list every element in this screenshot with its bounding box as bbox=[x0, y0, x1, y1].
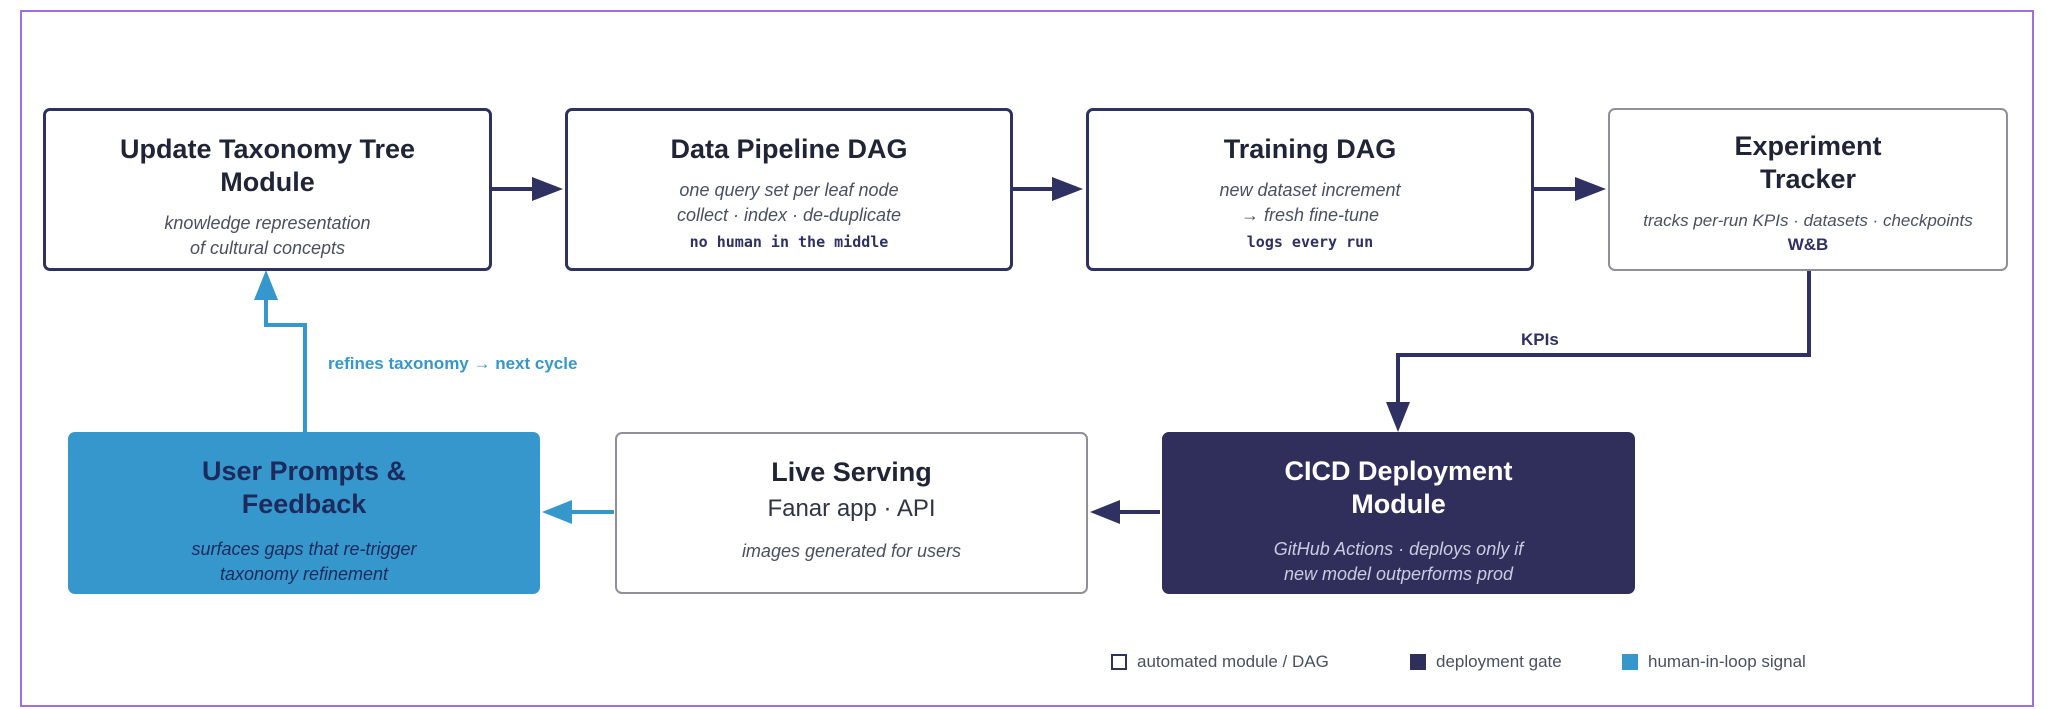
refines-edge-label: refines taxonomy → next cycle bbox=[328, 354, 578, 373]
kpis-edge-label: KPIs bbox=[1521, 330, 1559, 349]
arrow-pipeline-to-training bbox=[1013, 177, 1083, 201]
node-subtitle: Fanar app · API bbox=[767, 495, 936, 522]
node-title: User Prompts & Feedback bbox=[201, 456, 407, 519]
node-title: Update Taxonomy Tree Module bbox=[119, 134, 416, 197]
arrow-prompts-to-taxonomy bbox=[254, 270, 307, 432]
training-dag-node: Training DAG new dataset increment → fre… bbox=[1086, 108, 1534, 271]
node-desc: new dataset increment bbox=[1219, 180, 1401, 200]
node-desc: taxonomy refinement bbox=[219, 564, 389, 584]
legend-label: deployment gate bbox=[1436, 652, 1562, 671]
node-desc: GitHub Actions · deploys only if bbox=[1273, 539, 1524, 559]
arrow-cicd-to-serving bbox=[1090, 500, 1160, 524]
diagram-frame bbox=[20, 10, 2034, 707]
legend-human: human-in-loop signal bbox=[1622, 652, 1806, 672]
node-desc: tracks per-run KPIs · datasets · checkpo… bbox=[1643, 211, 1973, 230]
node-desc: one query set per leaf node bbox=[679, 180, 899, 200]
node-desc: new model outperforms prod bbox=[1283, 564, 1514, 584]
legend-swatch-automated bbox=[1111, 654, 1127, 670]
data-pipeline-node: Data Pipeline DAG one query set per leaf… bbox=[565, 108, 1013, 271]
node-tag: no human in the middle bbox=[689, 233, 889, 251]
node-desc: knowledge representation bbox=[164, 213, 371, 233]
arrow-taxonomy-to-pipeline bbox=[492, 177, 563, 201]
legend-automated: automated module / DAG bbox=[1111, 652, 1329, 672]
node-desc: of cultural concepts bbox=[189, 238, 346, 258]
node-desc: images generated for users bbox=[741, 541, 962, 561]
cicd-deployment-node: CICD Deployment Module GitHub Actions · … bbox=[1162, 432, 1635, 594]
node-desc: collect · index · de-duplicate bbox=[676, 205, 902, 225]
experiment-tracker-node: Experiment Tracker tracks per-run KPIs ·… bbox=[1608, 108, 2008, 271]
legend-swatch-gate bbox=[1410, 654, 1426, 670]
arrow-serving-to-prompts bbox=[542, 500, 614, 524]
node-tag: W&B bbox=[1787, 235, 1829, 254]
node-tag: logs every run bbox=[1246, 233, 1374, 251]
arrow-training-to-tracker bbox=[1534, 177, 1606, 201]
node-title: Live Serving bbox=[771, 457, 932, 487]
legend-gate: deployment gate bbox=[1410, 652, 1562, 672]
update-taxonomy-node: Update Taxonomy Tree Module knowledge re… bbox=[43, 108, 492, 271]
node-title: Experiment Tracker bbox=[1734, 131, 1882, 194]
arrow-tracker-to-cicd bbox=[1386, 271, 1811, 432]
legend-label: automated module / DAG bbox=[1137, 652, 1329, 671]
node-title: Data Pipeline DAG bbox=[670, 134, 908, 164]
legend-label: human-in-loop signal bbox=[1648, 652, 1806, 671]
node-desc: → fresh fine-tune bbox=[1240, 205, 1380, 225]
live-serving-node: Live Serving Fanar app · API images gene… bbox=[615, 432, 1088, 594]
user-prompts-node: User Prompts & Feedback surfaces gaps th… bbox=[68, 432, 540, 594]
node-title: Training DAG bbox=[1223, 134, 1397, 164]
node-desc: surfaces gaps that re-trigger bbox=[191, 539, 417, 559]
node-title: CICD Deployment Module bbox=[1284, 456, 1513, 519]
legend-swatch-human bbox=[1622, 654, 1638, 670]
